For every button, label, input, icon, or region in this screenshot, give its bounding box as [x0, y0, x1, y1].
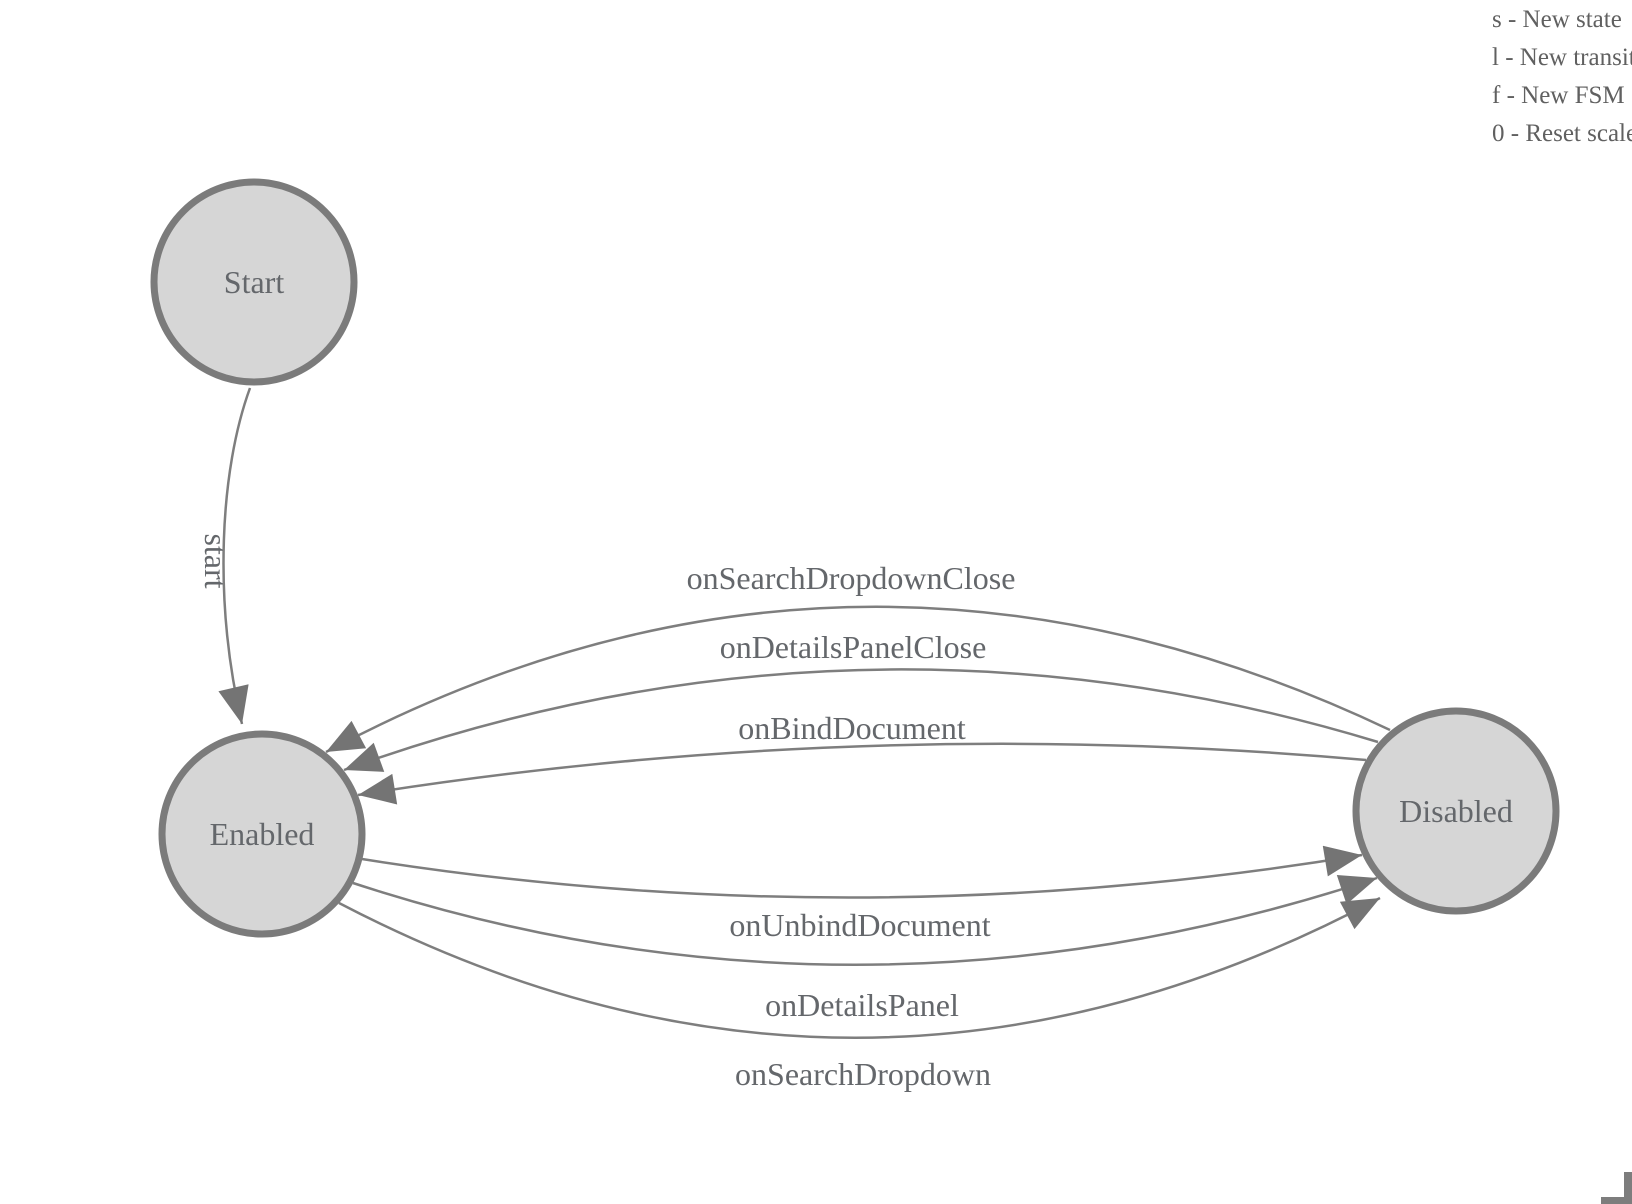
- legend-item-reset-scale: 0 - Reset scale: [1492, 120, 1632, 147]
- legend-item-new-state: s - New state: [1492, 6, 1622, 33]
- hotkey-legend: s - New state l - New transition f - New…: [1492, 1, 1632, 153]
- state-node-start: Start: [150, 178, 358, 386]
- state-label-disabled: Disabled: [1399, 793, 1513, 829]
- edge-label-ondetailspanel: onDetailsPanel: [765, 987, 959, 1023]
- corner-bracket-horizontal: [1601, 1197, 1632, 1204]
- edge-enabled-to-disabled-onunbinddocument[interactable]: [361, 845, 1363, 899]
- edge-label-onunbinddocument: onUnbindDocument: [729, 907, 990, 943]
- edge-label-onsearchdropdownclose: onSearchDropdownClose: [687, 560, 1016, 596]
- corner-bracket-vertical: [1624, 1172, 1632, 1204]
- state-node-disabled: Disabled: [1352, 707, 1560, 915]
- edge-enabled-to-disabled-onsearchdropdown[interactable]: [338, 896, 1381, 1039]
- edge-label-start: start: [198, 533, 234, 588]
- edge-label-ondetailspanelclose: onDetailsPanelClose: [720, 629, 987, 665]
- edge-disabled-to-enabled-ondetailspanelclose[interactable]: [343, 668, 1379, 772]
- state-node-enabled: Enabled: [158, 730, 366, 938]
- state-label-start: Start: [224, 264, 285, 300]
- edge-disabled-to-enabled-onsearchdropdownclose[interactable]: [325, 605, 1391, 754]
- edge-label-onbinddocument: onBindDocument: [738, 710, 966, 746]
- edge-disabled-to-enabled-onbinddocument[interactable]: [357, 742, 1367, 805]
- edge-start-to-enabled[interactable]: [218, 387, 252, 725]
- state-circle-enabled[interactable]: [158, 730, 366, 938]
- legend-item-new-transition: l - New transition: [1492, 44, 1632, 71]
- edge-enabled-to-disabled-ondetailspanel[interactable]: [352, 874, 1378, 966]
- state-label-enabled: Enabled: [210, 816, 315, 852]
- state-circle-start[interactable]: [150, 178, 358, 386]
- edge-label-onsearchdropdown: onSearchDropdown: [735, 1056, 991, 1092]
- legend-item-new-fsm: f - New FSM: [1492, 82, 1625, 109]
- state-circle-disabled[interactable]: [1352, 707, 1560, 915]
